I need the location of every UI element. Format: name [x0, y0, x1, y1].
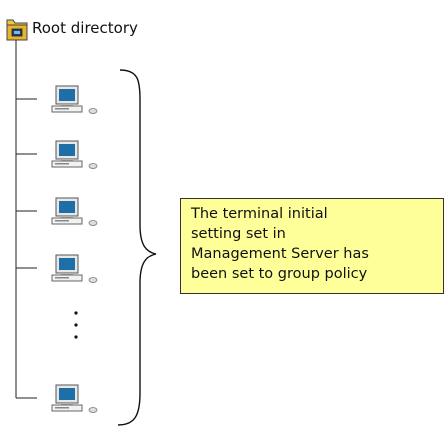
folder-icon: [6, 19, 28, 41]
right-curly-brace: [117, 69, 157, 426]
vertical-ellipsis: [74, 311, 78, 339]
computer-icon: [51, 384, 98, 413]
callout-line-1: The terminal initial: [191, 206, 328, 222]
callout-line-3: Management Server has: [191, 246, 369, 262]
computer-icon: [51, 254, 98, 283]
callout-box: The terminal initial setting set in Mana…: [180, 198, 444, 294]
callout-line-2: setting set in: [191, 226, 286, 242]
computer-icon: [51, 85, 98, 114]
root-directory-label: Root directory: [32, 19, 138, 37]
callout-line-4: been set to group policy: [191, 266, 368, 282]
computer-icon: [51, 140, 98, 169]
computer-icon: [51, 197, 98, 226]
